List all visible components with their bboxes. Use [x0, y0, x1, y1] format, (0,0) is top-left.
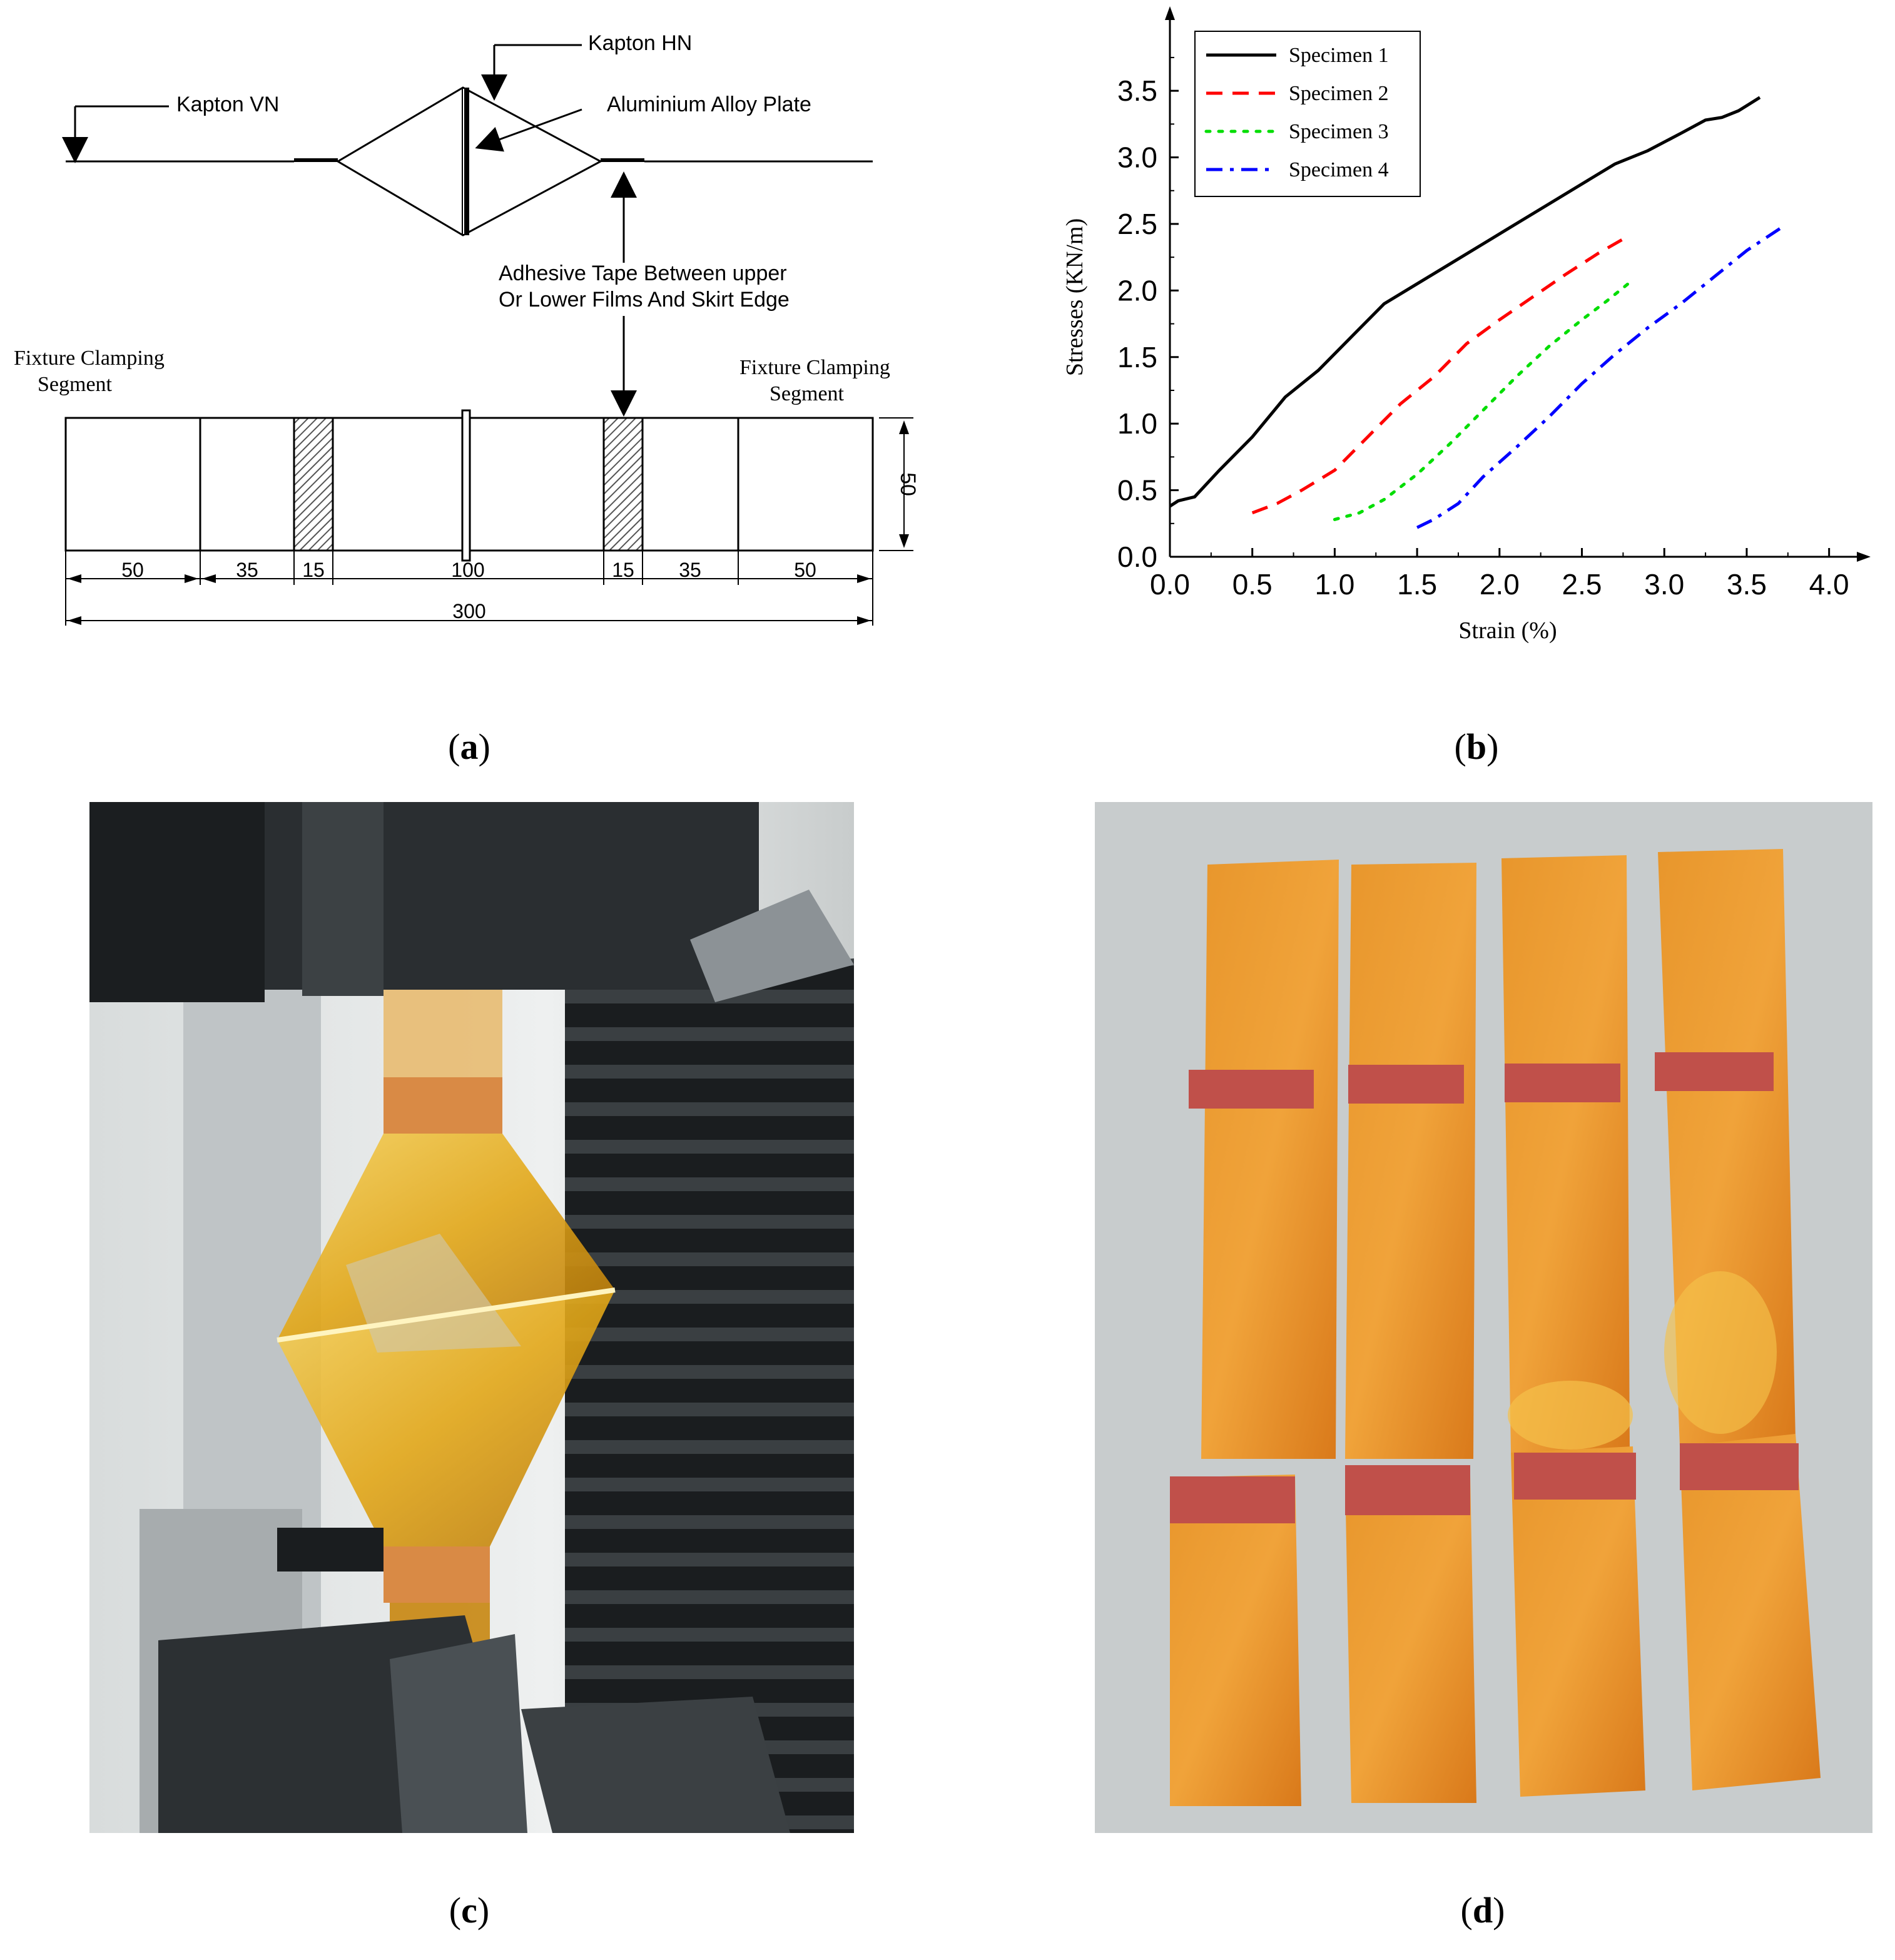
caption-d: (d)	[1460, 1890, 1505, 1931]
caption-c: (c)	[449, 1890, 490, 1931]
caption-a: (a)	[448, 726, 490, 767]
label-adhesive-line1: Adhesive Tape Between upper	[499, 262, 787, 285]
label-fixture-left-line1: Fixture Clamping	[14, 347, 165, 370]
legend-label-3: Specimen 3	[1289, 120, 1389, 143]
plate-zone	[461, 409, 471, 562]
schematic-drawing: Kapton VN Kapton HN Aluminium Alloy Plat…	[14, 31, 920, 626]
dim-7: 50	[794, 559, 816, 581]
y-tick-label: 1.5	[1117, 341, 1157, 373]
label-fixture-right-line1: Fixture Clamping	[739, 356, 890, 379]
x-tick-label: 0.0	[1150, 568, 1190, 601]
label-kapton-hn: Kapton HN	[588, 31, 692, 55]
x-axis-label: Strain (%)	[1458, 617, 1557, 644]
dim-6: 35	[679, 559, 701, 581]
panel-d-photo	[1095, 802, 1872, 1833]
legend-label-4: Specimen 4	[1289, 158, 1389, 181]
y-tick-label: 2.5	[1117, 208, 1157, 240]
y-tick-label: 2.0	[1117, 274, 1157, 307]
series-line-2	[1251, 236, 1627, 515]
tape-zone-right	[602, 417, 644, 552]
y-tick-label: 0.5	[1117, 474, 1157, 507]
dim-total: 300	[452, 600, 485, 622]
panel-c-photo	[89, 802, 854, 1833]
x-tick-label: 1.0	[1314, 568, 1354, 601]
x-tick-label: 3.5	[1727, 568, 1767, 601]
stress-strain-chart: 0.0 0.5 1.0 1.5 2.0 2.5 3.0 3.5 4.0 0.0 0.5 1.0 1.5 2…	[1062, 6, 1871, 644]
legend-label-1: Specimen 1	[1289, 44, 1389, 67]
x-tick-label: 4.0	[1809, 568, 1849, 601]
caption-b: (b)	[1454, 726, 1499, 767]
series-line-1	[1169, 96, 1761, 508]
series-line-3	[1333, 282, 1630, 521]
dim-height: 50	[896, 472, 920, 496]
x-tick-label: 0.5	[1232, 568, 1273, 601]
aluminium-plate-shape	[462, 88, 469, 235]
label-kapton-vn: Kapton VN	[176, 93, 279, 116]
series-line-4	[1416, 225, 1784, 529]
panel-b-chart: 0.0 0.5 1.0 1.5 2.0 2.5 3.0 3.5 4.0 0.0 0.5 1.0 1.5 2…	[1014, 0, 1895, 688]
y-tick-label: 0.0	[1117, 541, 1157, 573]
dim-3: 15	[302, 559, 325, 581]
label-adhesive-line2: Or Lower Films And Skirt Edge	[499, 288, 790, 312]
y-tick-label: 1.0	[1117, 407, 1157, 440]
panel-a-schematic: Kapton VN Kapton HN Aluminium Alloy Plat…	[0, 0, 938, 688]
tape-zone-left	[293, 417, 334, 552]
x-axis-arrow	[1857, 552, 1871, 562]
y-tick-label: 3.0	[1117, 141, 1157, 174]
label-fixture-right-line2: Segment	[770, 382, 845, 405]
x-tick-label: 2.5	[1562, 568, 1602, 601]
dim-1: 50	[121, 559, 144, 581]
legend-label-2: Specimen 2	[1289, 82, 1389, 105]
dim-2: 35	[236, 559, 258, 581]
tensile-test-photo	[89, 802, 854, 1833]
dim-4: 100	[451, 559, 484, 581]
y-axis-arrow	[1165, 6, 1175, 20]
label-fixture-left-line2: Segment	[38, 373, 113, 396]
x-tick-label: 1.5	[1397, 568, 1437, 601]
y-tick-label: 3.5	[1117, 74, 1157, 107]
label-aluminium-plate: Aluminium Alloy Plate	[607, 93, 811, 116]
specimens-photo	[1095, 802, 1872, 1833]
x-tick-label: 3.0	[1644, 568, 1684, 601]
x-tick-label: 2.0	[1480, 568, 1520, 601]
dim-5: 15	[612, 559, 634, 581]
y-axis-label: Stresses (KN/m)	[1062, 218, 1088, 376]
